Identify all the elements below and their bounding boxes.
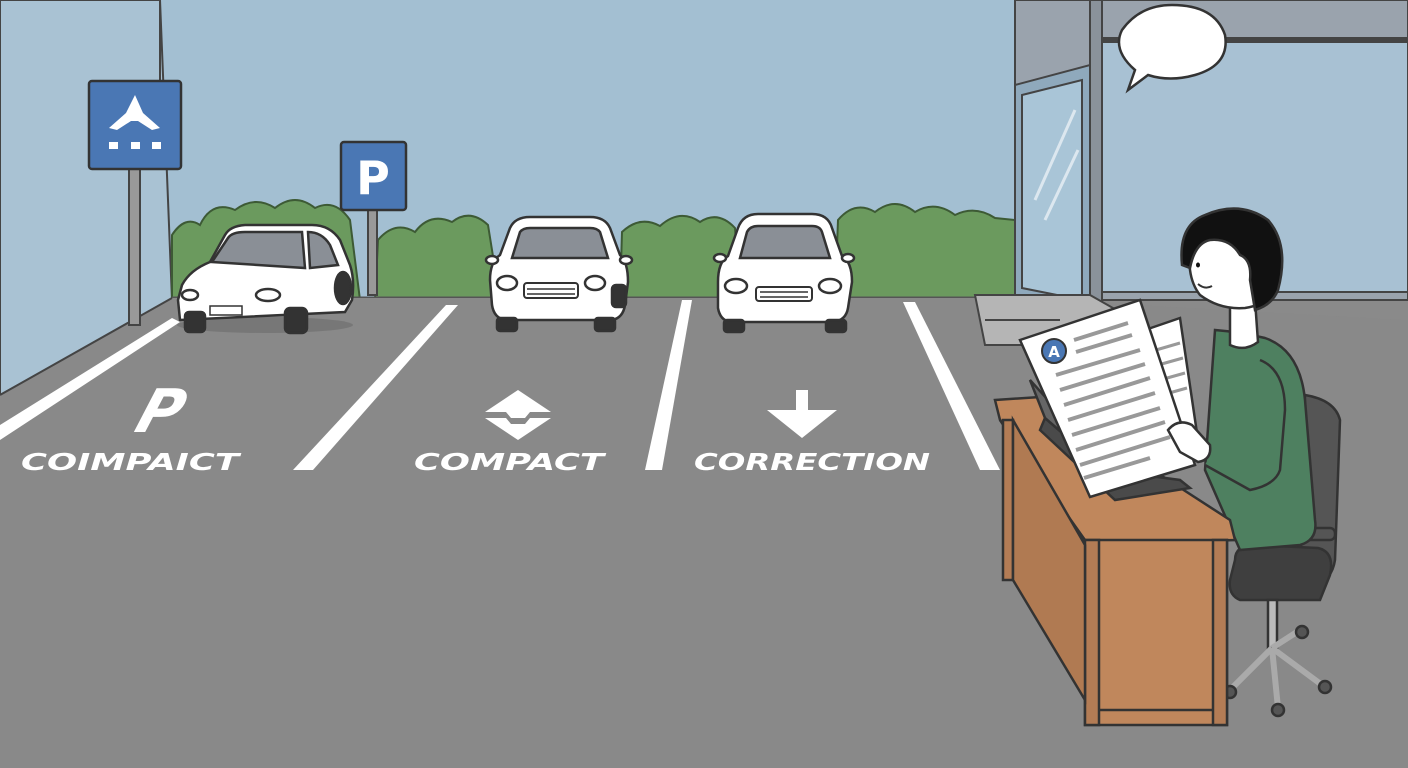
right-hand	[1166, 421, 1212, 464]
parking-sign-letter: P	[356, 151, 390, 205]
speech-bubble	[1117, 3, 1227, 94]
space-3-label: CORRECTION	[694, 450, 930, 476]
parking-line-3	[645, 300, 692, 470]
down-arrow-icon	[767, 390, 837, 438]
space-1-label: COIMPAICT	[21, 450, 243, 476]
airport-sign	[87, 79, 183, 326]
parking-sign: P	[339, 140, 408, 296]
space-2-label: COMPACT	[414, 450, 608, 476]
airport-sign-board	[87, 79, 183, 171]
car-2	[484, 215, 634, 333]
double-arrow-icon	[485, 390, 551, 440]
hair	[1180, 207, 1284, 312]
parking-sign-pole	[367, 209, 378, 296]
marking-space-2: COMPACT	[414, 390, 608, 476]
airplane-icon	[109, 95, 161, 149]
car-3	[712, 212, 856, 334]
asphalt-edge	[0, 297, 173, 396]
parking-line-4	[903, 302, 1000, 470]
marking-space-3: CORRECTION	[694, 390, 930, 476]
parking-line-2	[293, 305, 458, 470]
document-text-lines	[1055, 321, 1171, 480]
parking-lines	[0, 300, 1000, 470]
neck	[1228, 298, 1260, 350]
airport-sign-pole	[128, 167, 141, 326]
parking-line-1	[0, 318, 180, 440]
parking-sign-board	[339, 140, 408, 212]
document-front: A	[1018, 298, 1197, 499]
document-badge-letter: A	[1048, 343, 1060, 361]
letter-a-badge-icon	[1041, 338, 1067, 364]
car-1	[176, 223, 355, 335]
